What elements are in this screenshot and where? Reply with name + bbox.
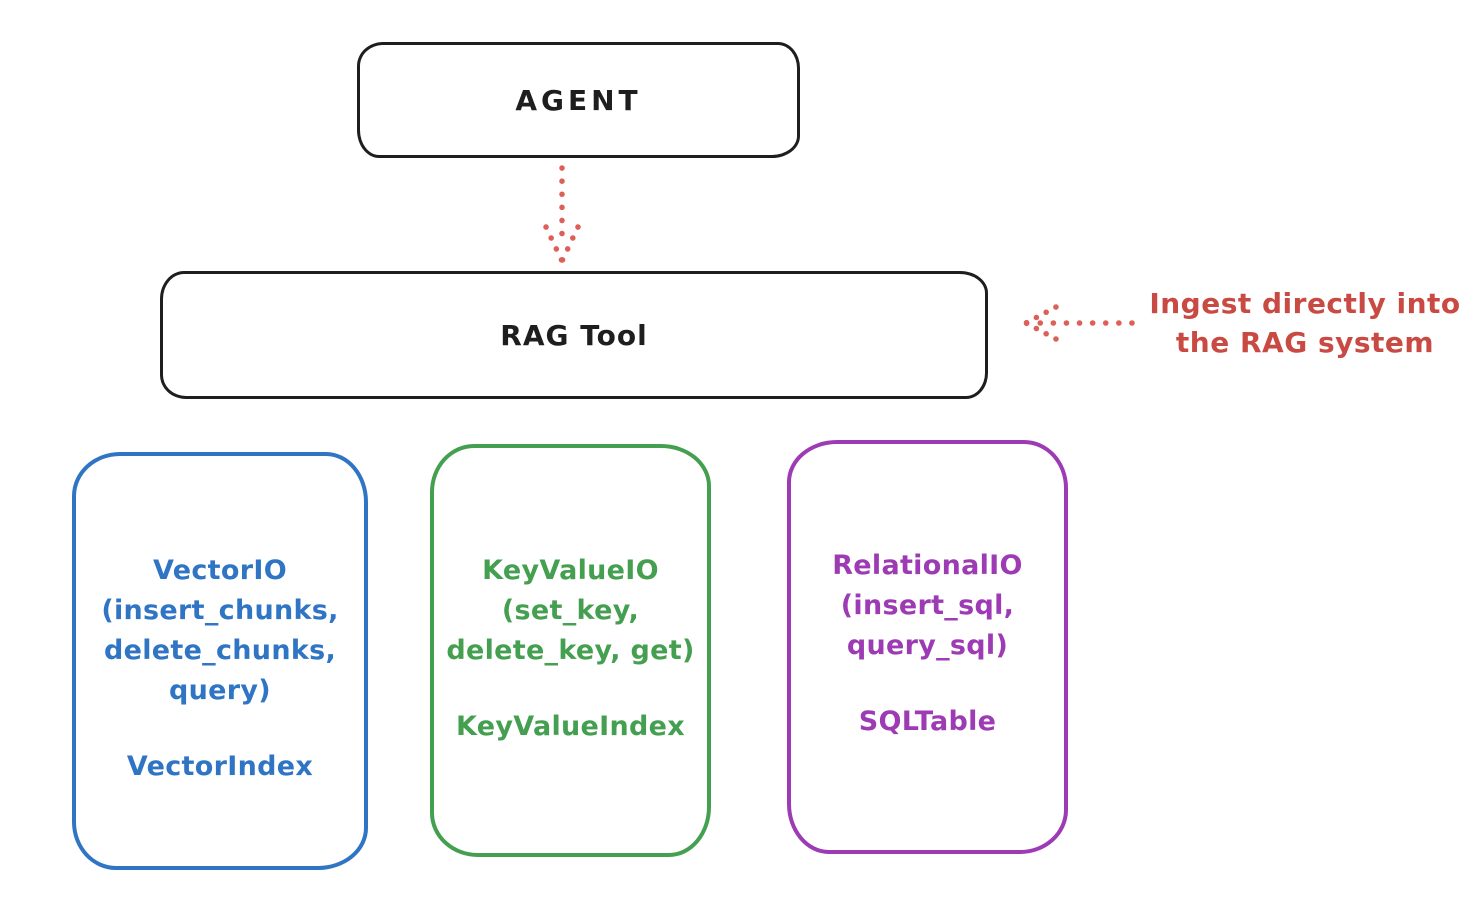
keyvalue-io-method-line: (set_key, (501, 595, 640, 626)
annotation-line2: the RAG system (1175, 326, 1435, 359)
keyvalue-io-method-line: delete_key, get) (446, 635, 695, 666)
vector-io-method-line: query) (169, 675, 271, 706)
agent-to-ragtool-dotted-arrow-icon (543, 165, 581, 264)
annotation-text: Ingest directly into the RAG system (1140, 284, 1470, 362)
vector-io-index-label: VectorIndex (126, 751, 314, 782)
relational-io-title: RelationalIO (832, 550, 1023, 581)
rag-tool-label: RAG Tool (500, 318, 648, 352)
vector-io-method-line: (insert_chunks, (101, 595, 339, 626)
vector-io-title: VectorIO (153, 555, 287, 586)
spacer (76, 711, 364, 747)
spacer (791, 666, 1064, 702)
rag-tool-node: RAG Tool (160, 271, 988, 399)
relational-io-method-line: query_sql) (846, 630, 1009, 661)
relational-io-method-line: (insert_sql, (840, 590, 1015, 621)
relational-io-index-label: SQLTable (858, 706, 997, 737)
annotation-line1: Ingest directly into (1149, 287, 1461, 320)
vector-io-method-line: delete_chunks, (103, 635, 337, 666)
vector-io-node: VectorIO (insert_chunks, delete_chunks, … (72, 452, 368, 870)
agent-label: AGENT (515, 83, 642, 117)
keyvalue-io-node: KeyValueIO (set_key, delete_key, get) Ke… (430, 444, 711, 857)
keyvalue-io-title: KeyValueIO (482, 555, 659, 586)
spacer (434, 671, 707, 707)
keyvalue-io-index-label: KeyValueIndex (455, 711, 685, 742)
agent-node: AGENT (357, 42, 800, 158)
annotation-to-ragtool-dotted-arrow-icon (1023, 304, 1135, 342)
relational-io-node: RelationalIO (insert_sql, query_sql) SQL… (787, 440, 1068, 854)
